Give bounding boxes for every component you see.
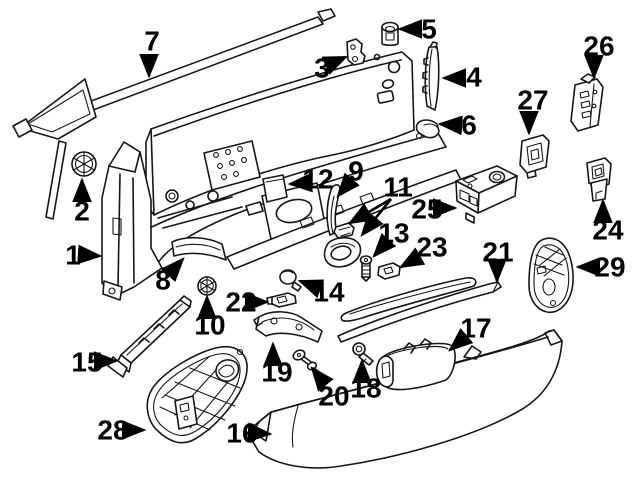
callout-label-14: 14	[313, 277, 345, 308]
callout-label-25: 25	[411, 194, 442, 225]
callout-label-24: 24	[592, 215, 624, 246]
part-7-window-frame-molding	[12, 8, 336, 220]
parts-linework	[12, 8, 612, 469]
part-21-trim-strip	[337, 281, 502, 343]
part-26-switch-block	[570, 73, 604, 132]
callout-label-28: 28	[97, 415, 128, 446]
callout-label-26: 26	[583, 31, 614, 62]
callout-arrow-16	[247, 422, 273, 443]
part-11-handle-bezel	[323, 236, 362, 268]
part-19-armrest-bracket	[253, 311, 323, 343]
part-10-grommet	[197, 276, 217, 296]
callout-label-4: 4	[466, 62, 482, 93]
callout-label-17: 17	[460, 313, 491, 344]
callout-label-20: 20	[318, 381, 349, 412]
part-24-switch	[586, 157, 612, 202]
callout-label-6: 6	[461, 110, 477, 141]
part-1-door-inner-panel	[101, 141, 163, 301]
callout-label-15: 15	[71, 347, 102, 378]
part-12-pad	[262, 174, 288, 203]
part-11-clip	[333, 222, 355, 239]
callout-arrow-6	[437, 115, 463, 136]
part-29-handle-backing	[528, 237, 574, 314]
callout-label-1: 1	[65, 240, 81, 271]
part-27-switch	[519, 134, 550, 179]
callout-label-2: 2	[74, 196, 90, 227]
part-17-storage-bin	[375, 338, 456, 391]
callout-label-11: 11	[383, 172, 413, 203]
callout-label-29: 29	[594, 252, 625, 283]
part-14-round-cap	[279, 269, 302, 292]
callout-label-23: 23	[416, 232, 447, 263]
callout-label-7: 7	[144, 26, 160, 57]
part-5-sleeve	[381, 21, 399, 47]
callout-arrow-20	[310, 366, 334, 392]
callout-arrow-8	[160, 257, 185, 283]
callout-label-3: 3	[314, 53, 330, 84]
callout-label-8: 8	[155, 265, 171, 296]
part-door-carrier-module	[138, 132, 462, 270]
part-8-support-wedge	[171, 236, 227, 261]
callout-arrow-11-1	[360, 198, 393, 237]
callout-label-22: 22	[225, 287, 256, 318]
callout-label-9: 9	[348, 156, 364, 187]
callout-label-19: 19	[261, 357, 292, 388]
part-14-armrest-pad	[340, 277, 477, 322]
callout-arrow-23	[398, 247, 426, 269]
part-3-bracket	[346, 38, 366, 66]
part-22-latch-block	[266, 292, 297, 308]
callout-arrow-11	[347, 197, 392, 225]
callout-label-16: 16	[226, 418, 257, 449]
callout-arrow-17	[448, 328, 474, 352]
part-20-screw	[292, 349, 319, 372]
callout-label-10: 10	[194, 310, 225, 341]
part-2-grommet	[71, 151, 97, 177]
callout-label-5: 5	[421, 14, 437, 45]
callout-label-13: 13	[378, 218, 409, 249]
part-13-screw	[359, 255, 373, 282]
callout-arrow-3	[321, 55, 349, 75]
callout-label-18: 18	[350, 373, 381, 404]
callout-arrow-14	[297, 279, 325, 299]
part-4-channel-strip	[422, 41, 440, 111]
callout-label-27: 27	[517, 85, 548, 116]
callout-label-21: 21	[482, 237, 513, 268]
callout-label-12: 12	[302, 164, 333, 195]
callout-arrow-1	[77, 244, 103, 265]
part-6-clip	[415, 119, 440, 140]
callout-arrow-9	[336, 172, 360, 198]
part-28-handle-carrier	[146, 345, 248, 444]
callout-arrow-13	[372, 232, 397, 258]
part-23-connector	[377, 262, 401, 280]
callout-arrow-12	[287, 172, 313, 193]
part-25-window-switch	[455, 165, 518, 224]
